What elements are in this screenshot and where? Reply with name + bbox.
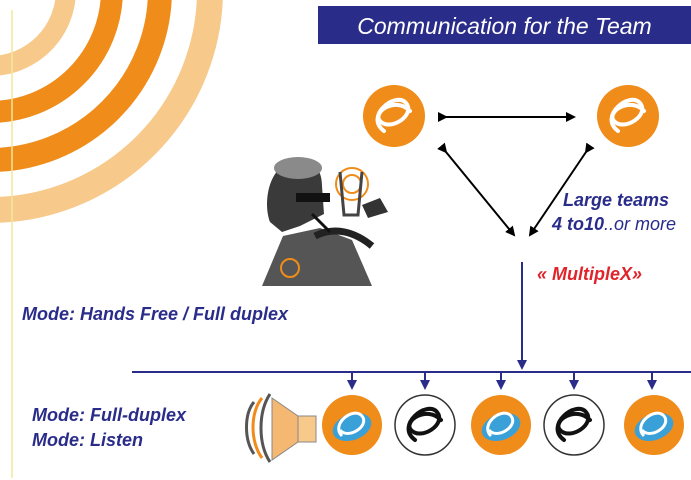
title-bar: Communication for the Team (318, 6, 691, 44)
mode-hands-free-label: Mode: Hands Free / Full duplex (22, 304, 289, 324)
bottom-node-1 (322, 395, 382, 455)
bottom-node-3 (471, 395, 531, 455)
top-node-right (597, 85, 659, 147)
bottom-node-2 (394, 394, 456, 456)
team-size-suffix: ..or more (604, 214, 677, 234)
bottom-node-5 (624, 395, 684, 455)
soldier-illustration (256, 150, 392, 286)
decorative-arcs (0, 0, 223, 223)
mode-full-duplex-label: Mode: Full-duplex (32, 405, 186, 425)
multiplex-bus (132, 262, 691, 390)
multiplex-label: « MultipleX» (537, 264, 643, 284)
loudspeaker-icon (245, 393, 317, 463)
team-size-number: 4 to10 (552, 214, 605, 234)
team-size-label: 4 to10..or more (552, 214, 676, 235)
large-teams-label: Large teams (563, 190, 670, 210)
connection-arrows (437, 112, 595, 237)
top-node-left (363, 85, 425, 147)
bottom-node-4 (543, 394, 605, 456)
page-title: Communication for the Team (357, 13, 652, 39)
mode-listen-label: Mode: Listen (32, 430, 143, 450)
